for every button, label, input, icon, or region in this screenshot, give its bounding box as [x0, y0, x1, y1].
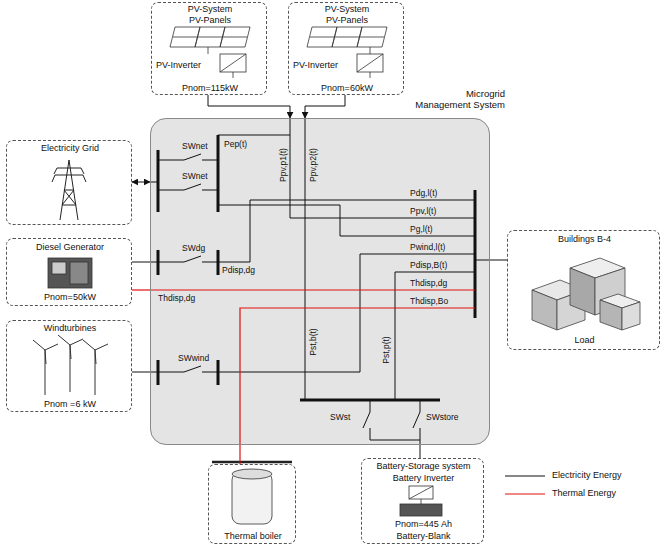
- node-text: Pnom=445 Ah: [362, 519, 485, 530]
- signal-label: Ppv,p1(t): [278, 148, 288, 182]
- node-title: Electricity Grid: [7, 143, 133, 154]
- signal-label: Thdisp,dg: [158, 293, 195, 303]
- legend-line: [505, 493, 545, 494]
- pv-system-box: PV-SystemPV-PanelsPV-InverterPnom=115kW: [151, 2, 267, 95]
- thermal-connector: [239, 445, 240, 464]
- generator-box: Diesel GeneratorPnom=50kW: [6, 238, 132, 306]
- pv-system-box: PV-SystemPV-PanelsPV-InverterPnom=60kW: [288, 2, 404, 95]
- switch-label: SWstore: [426, 412, 459, 422]
- power-connector: [132, 262, 150, 263]
- power-connector: [208, 95, 290, 118]
- legend-text: Thermal Energy: [552, 488, 616, 499]
- boiler-bus: [212, 461, 292, 464]
- signal-label: Ppv,p2(t): [308, 148, 318, 182]
- battery-icon: [400, 486, 442, 516]
- battery-box: Battery-Storage systemBattery InverterPn…: [361, 458, 484, 544]
- thermal-connector: [132, 289, 150, 290]
- switch-label: SWnet: [182, 141, 208, 151]
- power-connector: [305, 95, 345, 118]
- switch-label: SWwind: [178, 353, 209, 363]
- signal-label: Thdisp,dg: [410, 278, 447, 288]
- signal-label: Thdisp,Bo: [410, 296, 448, 306]
- signal-label: Pst,p(t): [381, 336, 391, 363]
- node-text: Battery-Blank: [362, 531, 485, 542]
- internal-wiring: [150, 118, 490, 445]
- power-connector: [132, 372, 150, 373]
- thermal-wiring: [150, 290, 475, 445]
- inverter-icon: [208, 47, 383, 78]
- boiler-icon: [232, 469, 272, 524]
- node-text: PV-Panels: [152, 15, 268, 26]
- node-text: PV-Panels: [289, 15, 405, 26]
- node-title: Thermal boiler: [209, 531, 297, 542]
- legend-line: [505, 475, 545, 476]
- node-text: Pnom=50kW: [7, 292, 133, 303]
- signal-label: Pdg,l(t): [410, 188, 437, 198]
- node-text: PV-Inverter: [156, 60, 217, 71]
- switch-label: SWnet: [182, 171, 208, 181]
- signal-label: Pst,b(t): [308, 328, 318, 355]
- node-title: PV-System: [289, 4, 405, 15]
- node-title: Windturbines: [7, 323, 133, 334]
- mms-ground: [150, 118, 490, 445]
- generator-icon: [48, 258, 92, 288]
- grid-box: Electricity Grid: [6, 140, 132, 225]
- node-text: Battery Inverter: [362, 473, 485, 484]
- power-connector: [420, 445, 421, 458]
- node-title: Diesel Generator: [7, 242, 133, 253]
- node-text: Load: [508, 335, 661, 346]
- pylon-icon: [52, 160, 86, 220]
- signal-label: Ppv,l(t): [410, 206, 436, 216]
- wind-box: WindturbinesPnom =6 kW: [6, 320, 132, 412]
- node-text: Pnom=60kW: [289, 83, 405, 94]
- switch-label: SWdg: [182, 243, 205, 253]
- node-title: Buildings B-4: [508, 234, 661, 245]
- node-title: Battery-Storage system: [362, 461, 485, 472]
- signal-label: Pdisp,dg: [222, 265, 255, 275]
- switch-label: SWst: [330, 412, 350, 422]
- pv-panel-icon: [170, 27, 387, 47]
- node-text: PV-Inverter: [293, 60, 354, 71]
- power-connector: [132, 182, 150, 183]
- node-text: Pnom =6 kW: [7, 399, 133, 410]
- signal-label: Pdisp,B(t): [410, 260, 447, 270]
- legend-text: Electricity Energy: [552, 470, 622, 481]
- node-text: Pnom=115kW: [152, 83, 268, 94]
- buildings-icon: [532, 258, 640, 330]
- boiler-box: Thermal boiler: [208, 464, 296, 544]
- signal-label: Pep(t): [224, 139, 247, 149]
- wind-turbine-icon: [33, 335, 108, 395]
- signal-label: Pg,l(t): [410, 224, 433, 234]
- node-title: PV-System: [152, 4, 268, 15]
- power-connector: [490, 260, 507, 261]
- node-title: Microgrid Management System: [409, 88, 505, 110]
- load-box: Buildings B-4Load: [507, 230, 660, 350]
- signal-label: Pwind,l(t): [410, 242, 445, 252]
